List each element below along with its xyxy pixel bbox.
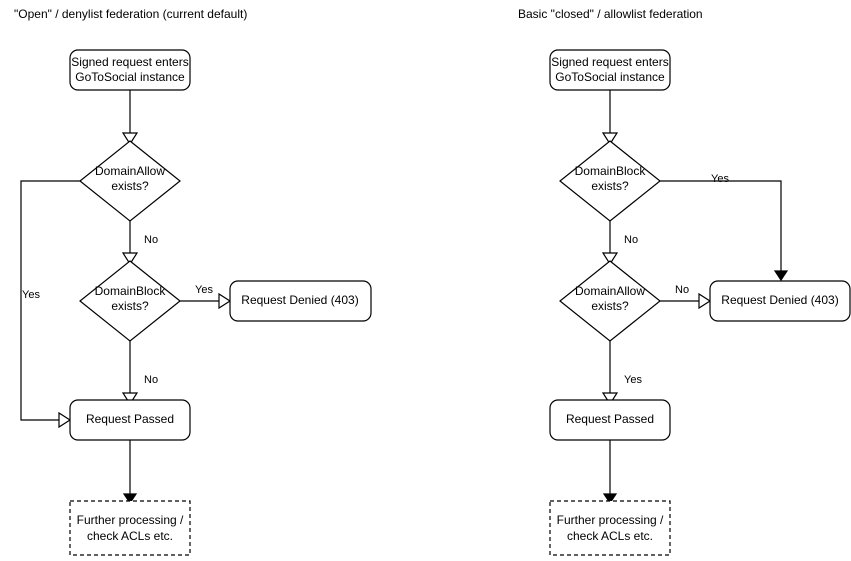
arrowhead-solid-down-icon <box>602 493 618 505</box>
node-label-request-passed: Request Passed <box>86 412 174 426</box>
node-shape-rounded-rect <box>709 280 851 322</box>
node-label-line1: Signed request enters <box>71 55 188 69</box>
node-label-line2: check ACLs etc. <box>87 529 173 543</box>
edge-domainallow-yes-to-passed-left: Yes <box>20 180 80 429</box>
node-label-line1: DomainAllow <box>95 164 165 178</box>
arrowhead-open-down-icon <box>121 252 139 266</box>
node-domainallow-decision-right[interactable]: DomainAllow exists? <box>559 260 661 342</box>
node-request-denied-right[interactable]: Request Denied (403) <box>709 280 851 322</box>
node-label-line1: Further processing / <box>77 513 184 527</box>
edge-label-domainallow-yes: Yes <box>22 289 40 301</box>
node-request-passed-right[interactable]: Request Passed <box>549 399 671 441</box>
node-label-line1: DomainBlock <box>95 284 167 298</box>
node-request-denied-left[interactable]: Request Denied (403) <box>229 280 372 322</box>
arrowhead-open-down-icon <box>601 252 619 266</box>
node-further-processing-left[interactable]: Further processing / check ACLs etc. <box>69 500 191 556</box>
node-label-line2: GoToSocial instance <box>75 70 185 84</box>
edge-domainallow-no-to-domainblock-left: No <box>121 221 158 266</box>
panel-closed-allowlist: Basic "closed" / allowlist federation Si… <box>518 7 851 556</box>
node-label-line2: GoToSocial instance <box>555 70 665 84</box>
node-label-line1: DomainBlock <box>575 164 647 178</box>
node-domainblock-decision-right[interactable]: DomainBlock exists? <box>559 140 661 222</box>
node-label-line1: DomainAllow <box>575 284 645 298</box>
edge-label-domainblock-yes: Yes <box>711 173 729 185</box>
edge-start-to-domainallow-left <box>121 90 139 146</box>
edge-label-domainblock-no: No <box>624 234 638 246</box>
arrowhead-open-right-icon <box>218 292 232 310</box>
panel-open-denylist: "Open" / denylist federation (current de… <box>14 7 372 556</box>
edge-domainallow-yes-to-passed-right: Yes <box>601 341 642 406</box>
node-label-request-passed: Request Passed <box>566 412 654 426</box>
arrowhead-open-right-icon <box>698 292 712 310</box>
arrowhead-open-right-icon <box>58 411 72 429</box>
node-signed-request-right[interactable]: Signed request enters GoToSocial instanc… <box>549 49 671 91</box>
panel-title-closed-allowlist: Basic "closed" / allowlist federation <box>518 7 703 21</box>
edge-passed-to-further-left <box>122 440 138 505</box>
arrowhead-solid-down-icon <box>122 493 138 505</box>
node-request-passed-left[interactable]: Request Passed <box>69 399 191 441</box>
edge-domainblock-no-to-passed-left: No <box>121 341 158 406</box>
edge-label-domainblock-yes: Yes <box>195 284 213 296</box>
panel-title-open-denylist: "Open" / denylist federation (current de… <box>14 7 247 21</box>
edge-start-to-domainblock-right <box>601 90 619 146</box>
edge-label-domainallow-no: No <box>144 234 158 246</box>
arrowhead-solid-down-icon <box>773 270 789 282</box>
edge-domainblock-yes-to-denied-right: Yes <box>660 173 789 282</box>
edge-domainblock-no-to-domainallow-right: No <box>601 221 638 266</box>
arrowhead-open-down-icon <box>601 392 619 406</box>
edge-label-domainblock-no: No <box>144 374 158 386</box>
node-label-line2: check ACLs etc. <box>567 529 653 543</box>
node-label-line2: exists? <box>591 179 629 193</box>
node-label-line2: exists? <box>591 299 629 313</box>
node-shape-dashed-rect <box>69 500 191 556</box>
node-label-line1: Further processing / <box>557 513 664 527</box>
edge-label-domainallow-yes: Yes <box>624 374 642 386</box>
node-label-request-denied: Request Denied (403) <box>241 293 358 307</box>
edge-domainblock-yes-to-denied-left: Yes <box>180 284 232 310</box>
arrowhead-open-down-icon <box>121 132 139 146</box>
node-shape-rounded-rect <box>229 280 372 322</box>
node-label-line2: exists? <box>111 179 149 193</box>
arrowhead-open-down-icon <box>121 392 139 406</box>
node-domainblock-decision-left[interactable]: DomainBlock exists? <box>79 260 181 342</box>
node-label-line1: Signed request enters <box>551 55 668 69</box>
node-label-line2: exists? <box>111 299 149 313</box>
arrowhead-open-down-icon <box>601 132 619 146</box>
edge-label-domainallow-no: No <box>675 284 689 296</box>
node-shape-dashed-rect <box>549 500 671 556</box>
node-signed-request-left[interactable]: Signed request enters GoToSocial instanc… <box>69 49 191 91</box>
node-further-processing-right[interactable]: Further processing / check ACLs etc. <box>549 500 671 556</box>
edge-passed-to-further-right <box>602 440 618 505</box>
node-domainallow-decision-left[interactable]: DomainAllow exists? <box>79 140 181 222</box>
edge-domainallow-no-to-denied-right: No <box>660 284 712 310</box>
node-label-request-denied: Request Denied (403) <box>721 293 838 307</box>
